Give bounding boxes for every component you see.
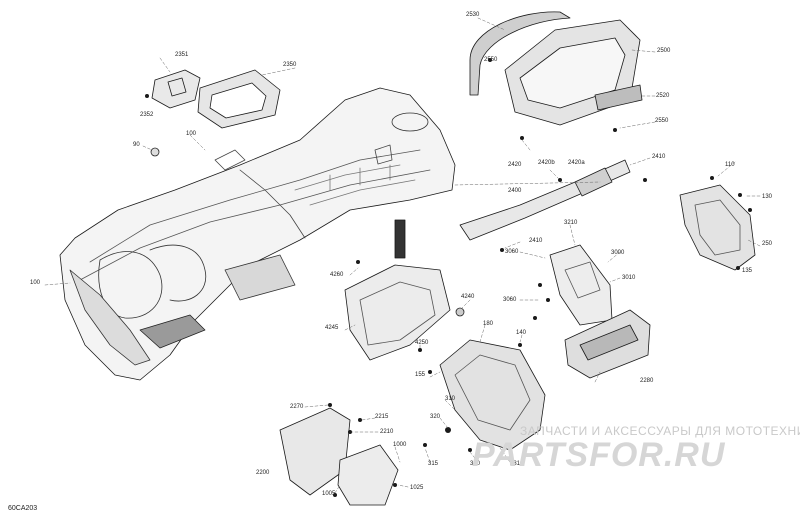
callout-2420b: 2420b bbox=[538, 160, 555, 166]
callout-135: 135 bbox=[742, 268, 753, 274]
callout-3000: 3000 bbox=[611, 250, 625, 256]
callout-4260: 4260 bbox=[330, 272, 344, 278]
callout-140: 140 bbox=[516, 330, 527, 336]
callout-2550-right: 2550 bbox=[655, 118, 669, 124]
callout-2280: 2280 bbox=[640, 378, 654, 384]
callout-4250: 4250 bbox=[415, 340, 429, 346]
callout-90: 90 bbox=[133, 142, 140, 148]
cluster-bracket bbox=[151, 69, 201, 109]
callout-2410-top: 2410 bbox=[652, 154, 666, 160]
callout-100-left: 100 bbox=[30, 280, 41, 286]
callout-2550-top: 2550 bbox=[484, 57, 498, 63]
watermark-text: ЗАПЧАСТИ И АКСЕССУАРЫ ДЛЯ МОТОТЕХНИКИ bbox=[520, 424, 800, 438]
upper-storage-tray bbox=[469, 11, 643, 126]
dashboard-body bbox=[59, 87, 456, 381]
cross-beam bbox=[459, 159, 631, 241]
callout-3060-mid: 3060 bbox=[503, 297, 517, 303]
callout-1000: 1000 bbox=[393, 442, 407, 448]
callout-110: 110 bbox=[725, 162, 735, 168]
leader-lines bbox=[44, 17, 761, 494]
callout-2420: 2420 bbox=[508, 162, 522, 168]
steering-bracket bbox=[549, 244, 613, 326]
callout-3060-top: 3060 bbox=[505, 249, 519, 255]
callout-2350: 2350 bbox=[283, 62, 297, 68]
callout-2270: 2270 bbox=[290, 404, 304, 410]
callout-2200: 2200 bbox=[256, 470, 270, 476]
callout-2210: 2210 bbox=[380, 429, 394, 435]
callout-2351: 2351 bbox=[175, 52, 189, 58]
instrument-cluster bbox=[197, 69, 281, 129]
lower-glovebox bbox=[344, 219, 451, 361]
callout-4240: 4240 bbox=[461, 294, 475, 300]
callout-330: 330 bbox=[470, 461, 481, 467]
diagram-code: 60CA203 bbox=[8, 505, 38, 512]
callout-250: 250 bbox=[762, 241, 773, 247]
callout-2520: 2520 bbox=[656, 93, 670, 99]
callout-155: 155 bbox=[415, 372, 426, 378]
callout-2410-mid: 2410 bbox=[529, 238, 543, 244]
callout-1025: 1025 bbox=[410, 485, 424, 491]
lower-knee-panels bbox=[279, 407, 399, 506]
callout-2310: 2310 bbox=[510, 461, 524, 467]
callout-315: 315 bbox=[428, 461, 439, 467]
callout-3010: 3010 bbox=[622, 275, 636, 281]
callout-180: 180 bbox=[483, 321, 494, 327]
callout-4245: 4245 bbox=[325, 325, 339, 331]
callout-100-top: 100 bbox=[186, 131, 197, 137]
callout-1005: 1005 bbox=[322, 491, 336, 497]
callout-2352: 2352 bbox=[140, 112, 154, 118]
side-panel bbox=[679, 184, 756, 271]
callout-2420a: 2420a bbox=[568, 160, 585, 166]
callout-310: 310 bbox=[445, 396, 456, 402]
callout-130: 130 bbox=[762, 194, 773, 200]
callout-2530: 2530 bbox=[466, 12, 480, 18]
callout-2400: 2400 bbox=[508, 188, 522, 194]
callout-2500: 2500 bbox=[657, 48, 671, 54]
switch-panel bbox=[564, 309, 651, 379]
callout-3210: 3210 bbox=[564, 220, 578, 226]
callout-2215: 2215 bbox=[375, 414, 389, 420]
watermark-logo: PARTSFOR.RU bbox=[472, 436, 726, 474]
center-console bbox=[439, 339, 546, 451]
callout-320: 320 bbox=[430, 414, 441, 420]
fasteners bbox=[145, 58, 752, 497]
